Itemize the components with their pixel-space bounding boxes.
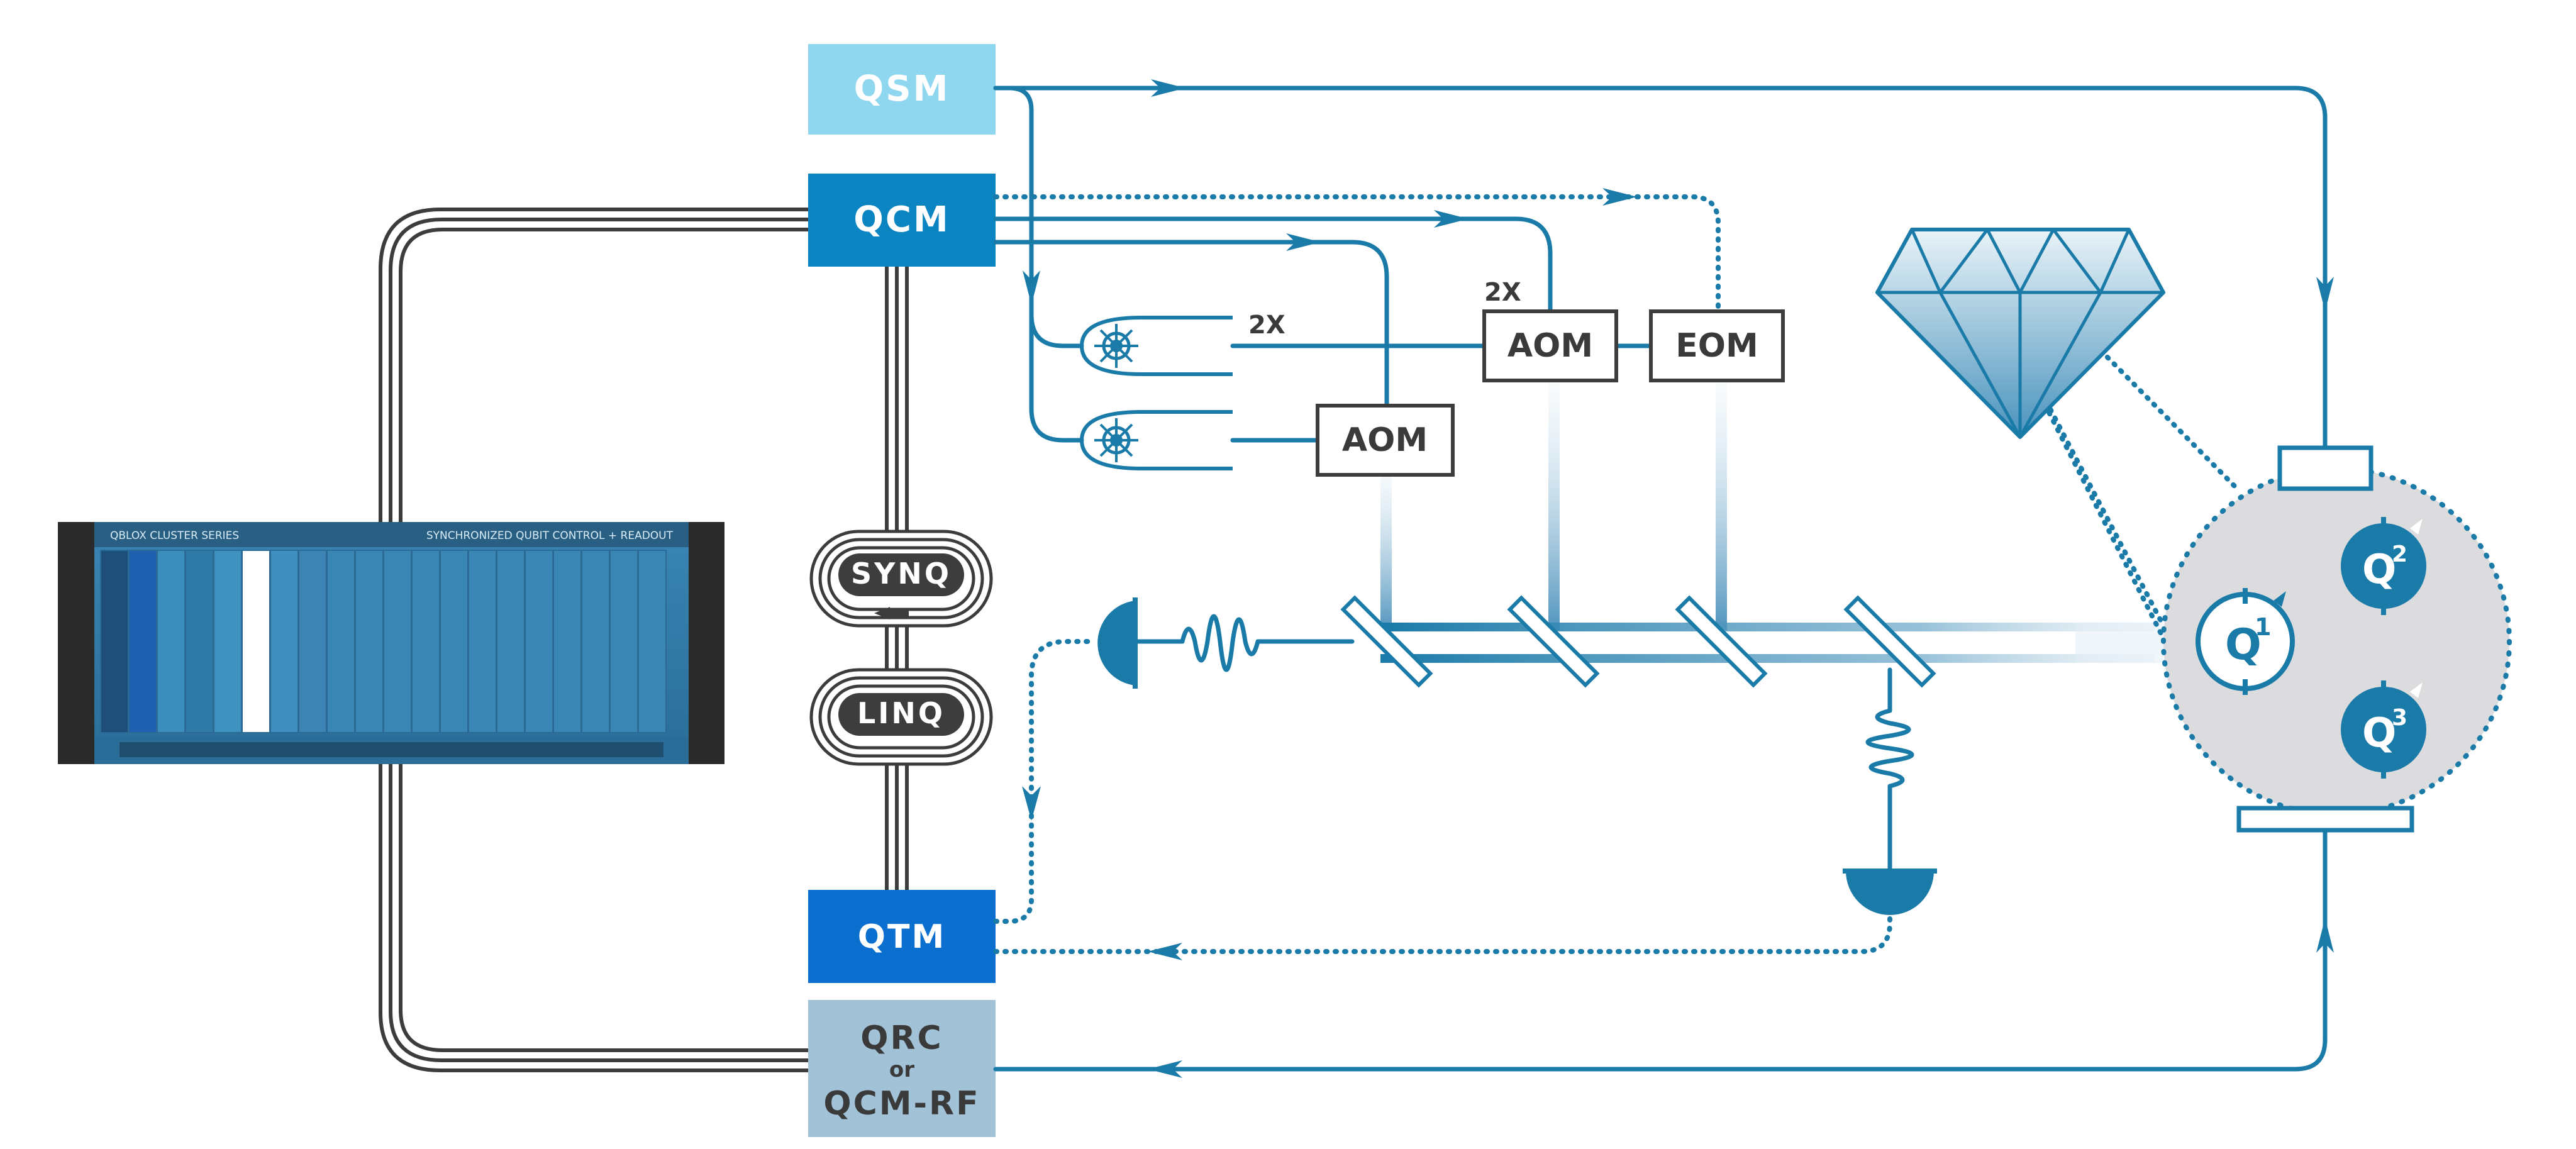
q2-sup: 2 [2392, 541, 2407, 567]
rack-slot [468, 550, 497, 733]
qubit-q2: Q 2 [2341, 517, 2426, 615]
mirror-3 [1675, 595, 1768, 688]
qubit-q1: Q 1 [2196, 588, 2295, 695]
rack-slot [270, 550, 299, 733]
q1-sup: 1 [2255, 613, 2271, 641]
qsm-label: QSM [854, 69, 950, 109]
rack-slot [383, 550, 412, 733]
laser-1 [1079, 316, 1233, 376]
mirror-1 [1340, 595, 1433, 688]
eom-label: EOM [1675, 327, 1758, 365]
synq-label: SYNQ [851, 557, 952, 591]
diamond-icon [1875, 228, 2165, 439]
linq-label: LINQ [857, 696, 945, 730]
laser-2 [1079, 410, 1233, 470]
rack-slot [100, 550, 129, 733]
aom-top-label: AOM [1507, 327, 1593, 365]
qsm-module: QSM [808, 44, 996, 135]
q2-base: Q [2362, 547, 2396, 593]
rack-slot [638, 550, 667, 733]
rack-slot [581, 550, 610, 733]
rack-slot [128, 550, 157, 733]
mirror-2 [1507, 595, 1600, 688]
rack-slot [525, 550, 553, 733]
laser-beams [1380, 384, 2163, 663]
q3-sup: 3 [2392, 705, 2407, 731]
mirror-4 [1843, 595, 1936, 688]
control-wires [993, 86, 2328, 1072]
rack-slot [326, 550, 355, 733]
qrc-label-line1: QRC [860, 1019, 943, 1057]
qubit-q3: Q 3 [2341, 680, 2426, 779]
rack-tagline: SYNCHRONIZED QUBIT CONTROL + READOUT [426, 530, 674, 542]
rack-slot [213, 550, 242, 733]
qtm-label: QTM [858, 918, 946, 956]
rack-slot [496, 550, 525, 733]
linq-connector: LINQ [809, 668, 993, 766]
photodetector-bottom [1843, 869, 1937, 915]
qrc-module: QRC or QCM-RF [808, 1000, 996, 1137]
rack-slot [355, 550, 384, 733]
qtm-module: QTM [808, 890, 996, 983]
qubit-chamber: Q 1 Q 2 Q 3 [2161, 445, 2512, 833]
rack-slot [185, 550, 214, 733]
qcm-label: QCM [853, 199, 950, 240]
q3-base: Q [2362, 710, 2396, 757]
aom-multiplier-label: 2X [1484, 278, 1521, 307]
qrc-label-line2: or [889, 1057, 914, 1082]
q1-base: Q [2225, 620, 2262, 670]
laser-multiplier-label: 2X [1248, 311, 1285, 340]
rack-slot [157, 550, 186, 733]
rack-slot [553, 550, 582, 733]
rack-slot [298, 550, 327, 733]
photodetector-left [1097, 597, 1138, 689]
aom-bottom-label: AOM [1342, 421, 1428, 459]
eom-box: EOM [1649, 309, 1785, 382]
qblox-cluster-rack: QBLOX CLUSTER SERIES SYNCHRONIZED QUBIT … [58, 522, 724, 764]
mirrors [1340, 595, 1936, 688]
rack-slot [609, 550, 638, 733]
aom-bottom-box: AOM [1316, 404, 1455, 477]
rack-brand: QBLOX CLUSTER SERIES [110, 530, 239, 542]
qrc-label-line3: QCM-RF [823, 1085, 980, 1123]
rack-slot [411, 550, 440, 733]
aom-top-box: AOM [1482, 309, 1618, 382]
rack-slot [242, 550, 270, 733]
rack-slot [440, 550, 469, 733]
synq-connector: SYNQ [809, 530, 993, 628]
qcm-module: QCM [808, 174, 996, 267]
